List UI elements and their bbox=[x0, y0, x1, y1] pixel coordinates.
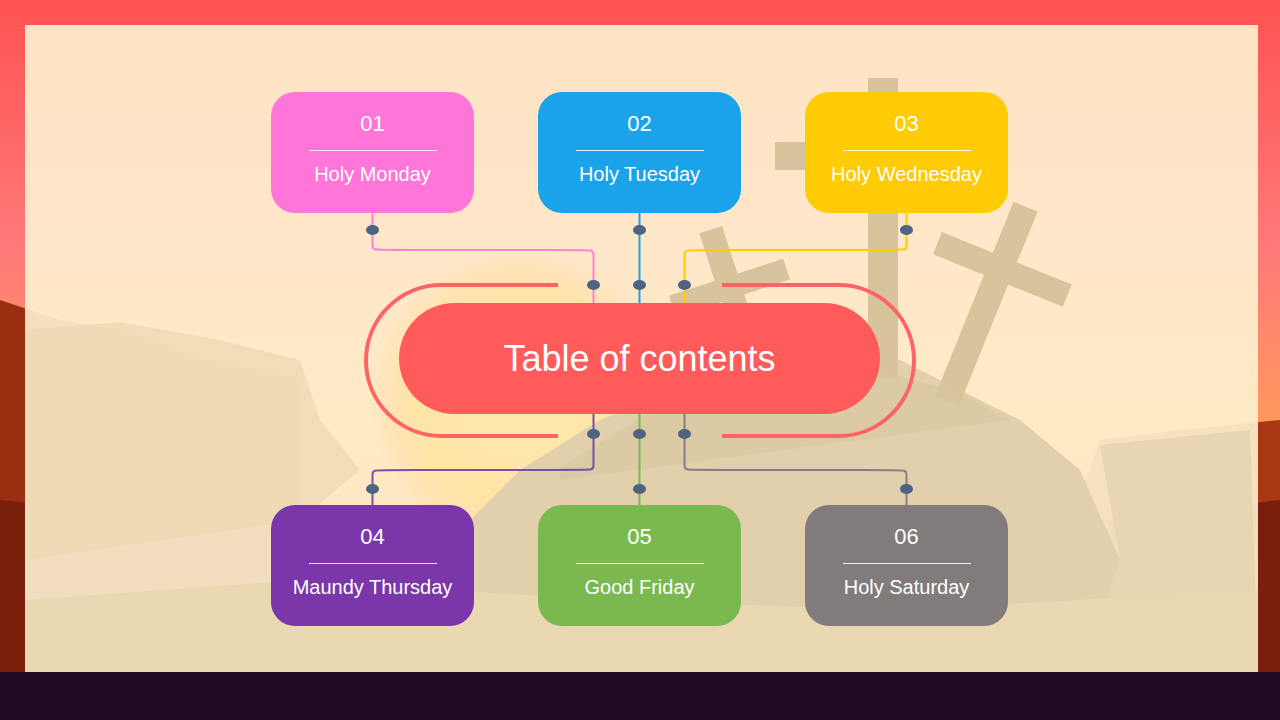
connector bbox=[373, 213, 594, 303]
connector-group bbox=[366, 414, 600, 505]
connector-dot bbox=[366, 484, 379, 494]
connector-group bbox=[678, 213, 913, 303]
connector-dot bbox=[900, 225, 913, 235]
connector-dot bbox=[633, 280, 646, 290]
connector-dot bbox=[678, 280, 691, 290]
panel bbox=[25, 25, 1258, 672]
connector-dot bbox=[633, 484, 646, 494]
section-name: Maundy Thursday bbox=[293, 575, 453, 599]
section-name: Holy Tuesday bbox=[579, 162, 700, 186]
section-number: 02 bbox=[627, 111, 651, 137]
cross bbox=[935, 202, 1038, 406]
connector bbox=[685, 213, 907, 303]
section-name: Good Friday bbox=[584, 575, 694, 599]
section-name: Holy Monday bbox=[314, 162, 431, 186]
section-number: 01 bbox=[360, 111, 384, 137]
separator-line bbox=[843, 563, 971, 564]
connector-dot bbox=[900, 484, 913, 494]
section-box: 03Holy Wednesday bbox=[805, 92, 1008, 213]
separator-line bbox=[843, 150, 971, 151]
section-number: 04 bbox=[360, 524, 384, 550]
separator-line bbox=[576, 563, 704, 564]
connector-group bbox=[366, 213, 600, 303]
connector bbox=[685, 414, 907, 505]
ground-band bbox=[0, 672, 1280, 720]
section-box: 01Holy Monday bbox=[271, 92, 474, 213]
separator-line bbox=[576, 150, 704, 151]
section-name: Holy Saturday bbox=[844, 575, 970, 599]
section-box: 06Holy Saturday bbox=[805, 505, 1008, 626]
connector-group bbox=[678, 414, 913, 505]
ring-bracket bbox=[366, 285, 914, 436]
connector-dot bbox=[633, 225, 646, 235]
connector-dot bbox=[633, 429, 646, 439]
connector-dot bbox=[587, 280, 600, 290]
center-pill: Table of contents bbox=[399, 303, 880, 414]
connector bbox=[373, 414, 594, 505]
section-box: 05Good Friday bbox=[538, 505, 741, 626]
contents-heading: Table of contents bbox=[503, 338, 775, 380]
cross bbox=[933, 232, 1072, 307]
separator-line bbox=[309, 150, 437, 151]
connector-dot bbox=[587, 429, 600, 439]
section-number: 06 bbox=[894, 524, 918, 550]
section-number: 03 bbox=[894, 111, 918, 137]
section-box: 04Maundy Thursday bbox=[271, 505, 474, 626]
connector-dot bbox=[678, 429, 691, 439]
connector-group bbox=[633, 213, 646, 303]
section-box: 02Holy Tuesday bbox=[538, 92, 741, 213]
connector-dot bbox=[366, 225, 379, 235]
connector-group bbox=[633, 414, 646, 505]
section-name: Holy Wednesday bbox=[831, 162, 982, 186]
section-number: 05 bbox=[627, 524, 651, 550]
separator-line bbox=[309, 563, 437, 564]
